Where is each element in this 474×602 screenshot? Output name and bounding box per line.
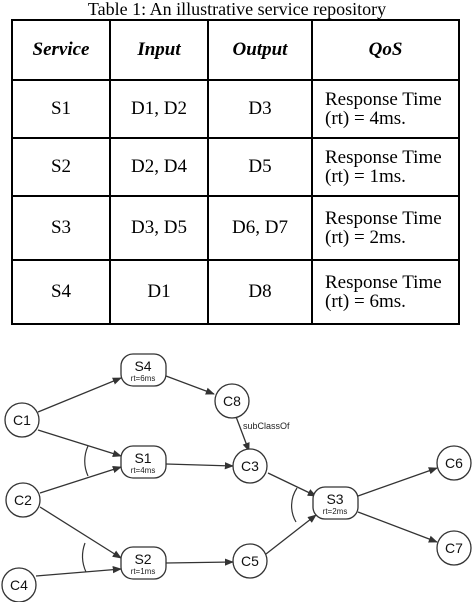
concept-c4: [1, 567, 37, 602]
concept-label: C8: [223, 393, 241, 409]
cell-output: D5: [207, 137, 313, 197]
edge-c3-s3: [267, 472, 317, 497]
table-header-row: Service Input Output QoS: [11, 19, 460, 81]
service-s3: [312, 486, 359, 520]
service-label: S2: [134, 551, 151, 567]
edge-s3-c7: [357, 511, 438, 543]
concept-c1: [4, 402, 40, 438]
table-row: S2 D2, D4 D5 Response Time (rt) = 1ms.: [11, 137, 460, 197]
service-s4: [120, 353, 167, 387]
and-arc-s2: [82, 542, 87, 573]
service-rt-label: rt=2ms: [323, 507, 348, 516]
header-service: Service: [11, 19, 111, 81]
concept-label: C1: [13, 412, 31, 428]
table-row: S4 D1 D8 Response Time (rt) = 6ms.: [11, 259, 460, 325]
cell-qos: Response Time (rt) = 4ms.: [311, 79, 460, 139]
table-row: S1 D1, D2 D3 Response Time (rt) = 4ms.: [11, 79, 460, 139]
service-s2: [120, 546, 167, 580]
concept-label: C2: [14, 492, 32, 508]
service-rt-label: rt=1ms: [131, 567, 156, 576]
edge-c8-c3-subclassof: [234, 413, 250, 452]
concept-c3: [232, 448, 268, 484]
edge-s3-c6: [357, 467, 438, 497]
edge-c4-s2: [35, 566, 122, 577]
edge-c5-s3: [265, 514, 317, 555]
cell-service: S2: [11, 137, 111, 197]
cell-qos: Response Time (rt) = 2ms.: [311, 195, 460, 261]
concept-label: C5: [241, 553, 259, 569]
cell-input: D3, D5: [109, 195, 209, 261]
cell-input: D1: [109, 259, 209, 325]
edge-s4-c8: [165, 375, 215, 395]
service-label: S4: [134, 358, 151, 374]
header-input: Input: [109, 19, 209, 81]
edge-c1-s4: [37, 377, 122, 413]
header-qos: QoS: [311, 19, 460, 81]
service-dependency-graph: subClassOf C1 C2 C4 C8 C3 C5 C6 C7 S4 rt…: [1, 353, 472, 602]
table-row: S3 D3, D5 D6, D7 Response Time (rt) = 2m…: [11, 195, 460, 261]
concept-c6: [436, 445, 472, 481]
concept-c7: [436, 530, 472, 566]
header-output: Output: [207, 19, 313, 81]
table-caption: Table 1: An illustrative service reposit…: [87, 0, 387, 19]
cell-output: D3: [207, 79, 313, 139]
cell-output: D8: [207, 259, 313, 325]
cell-qos: Response Time (rt) = 1ms.: [311, 137, 460, 197]
cell-input: D1, D2: [109, 79, 209, 139]
concept-label: C6: [445, 455, 463, 471]
and-arc-s3: [291, 487, 298, 523]
concept-label: C4: [10, 577, 28, 593]
service-repository-table: Service Input Output QoS S1 D1, D2 D3 Re…: [11, 19, 460, 325]
concept-c5: [232, 543, 268, 579]
service-label: S1: [134, 450, 151, 466]
edge-label-subclassof: subClassOf: [243, 421, 290, 431]
edge-c2-s2: [39, 506, 122, 559]
service-label: S3: [326, 491, 343, 507]
service-s1: [120, 445, 167, 479]
cell-qos: Response Time (rt) = 6ms.: [311, 259, 460, 325]
service-rt-label: rt=4ms: [131, 466, 156, 475]
edge-s1-c3: [165, 462, 234, 470]
cell-service: S3: [11, 195, 111, 261]
cell-service: S4: [11, 259, 111, 325]
and-arc-s1: [84, 445, 89, 477]
cell-input: D2, D4: [109, 137, 209, 197]
concept-c2: [5, 482, 41, 518]
concept-c8: [214, 383, 250, 419]
cell-service: S1: [11, 79, 111, 139]
service-rt-label: rt=6ms: [131, 374, 156, 383]
concept-label: C3: [241, 458, 259, 474]
edge-c2-s1: [39, 466, 122, 494]
cell-output: D6, D7: [207, 195, 313, 261]
edge-s2-c5: [165, 558, 234, 566]
edge-c1-s1: [37, 429, 122, 458]
concept-label: C7: [445, 540, 463, 556]
